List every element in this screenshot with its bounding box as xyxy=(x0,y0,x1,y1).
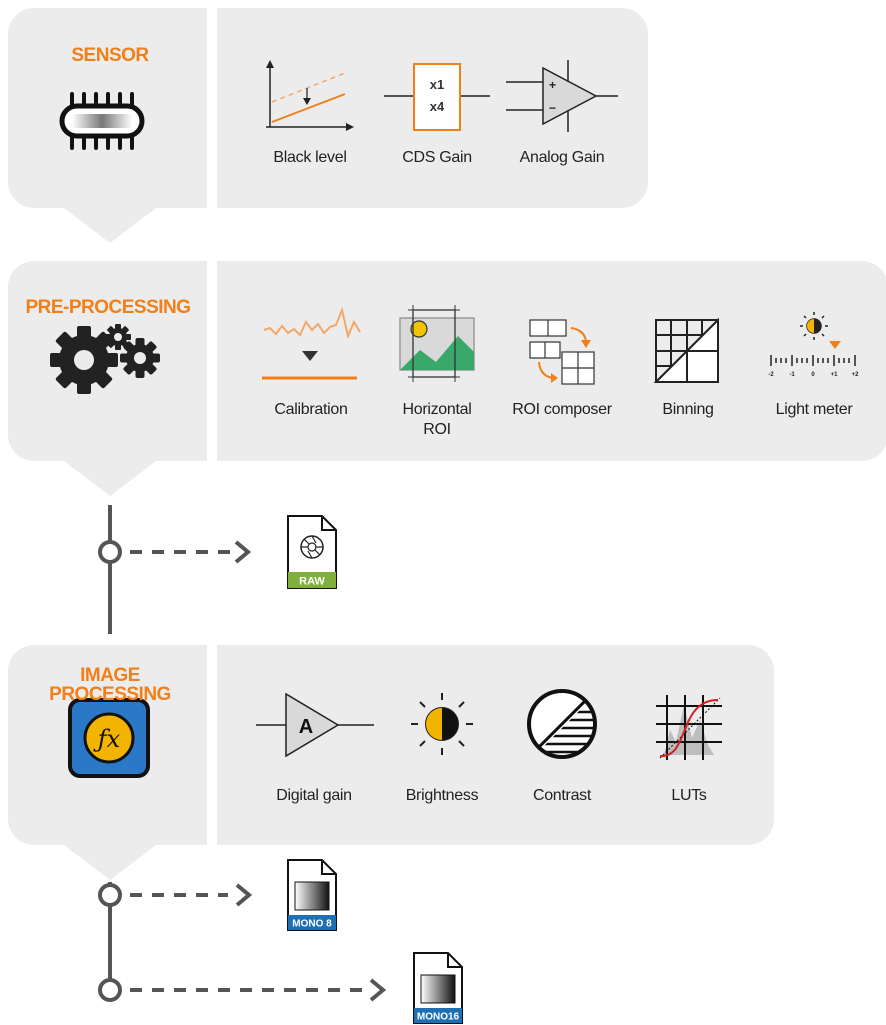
light-meter-label: Light meter xyxy=(775,401,853,418)
luts-label: LUTs xyxy=(671,787,707,804)
binning-label: Binning xyxy=(662,401,714,418)
image-processing-title-line2: PROCESSING xyxy=(49,684,171,705)
light-meter-tick-p1: +1 xyxy=(831,372,839,378)
digital-gain-label: Digital gain xyxy=(276,787,352,804)
svg-text:ƒx: ƒx xyxy=(93,725,121,753)
digital-gain-icon: A xyxy=(256,692,374,758)
light-meter-tick-p2: +2 xyxy=(852,372,860,378)
sensor-chip-icon xyxy=(59,92,145,150)
cds-gain-x1: x1 xyxy=(430,77,444,92)
contrast-icon xyxy=(527,689,597,759)
mono16-tag-bg xyxy=(414,1008,462,1023)
light-meter-tick-m1: -1 xyxy=(789,372,795,378)
raw-connector xyxy=(98,505,252,634)
luts-icon xyxy=(656,695,722,760)
analog-plus: + xyxy=(549,78,556,92)
black-level-label: Black level xyxy=(273,149,347,166)
gears-icon xyxy=(50,324,160,394)
sensor-title: SENSOR xyxy=(71,45,149,66)
cds-gain-icon: x1 x4 xyxy=(384,63,490,131)
raw-file-icon: RAW xyxy=(287,515,337,589)
light-meter-icon: -2 -1 0 +1 +2 xyxy=(768,312,859,378)
horizontal-roi-label: Horizontal ROI xyxy=(402,401,472,438)
horizontal-roi-icon xyxy=(399,305,475,382)
analog-minus: − xyxy=(549,101,556,115)
cds-gain-label: CDS Gain xyxy=(402,149,472,166)
black-level-icon xyxy=(266,60,354,131)
calibration-icon xyxy=(262,306,361,380)
mono-connectors xyxy=(98,882,387,1002)
image-processing-panel xyxy=(8,645,774,880)
mono8-tag: MONO 8 xyxy=(292,919,332,930)
pre-processing-title: PRE-PROCESSING xyxy=(25,297,191,318)
contrast-label: Contrast xyxy=(532,787,592,804)
raw-tag-bg xyxy=(288,572,336,588)
image-processing-title-line1: IMAGE xyxy=(80,665,140,686)
binning-icon xyxy=(653,317,719,383)
light-meter-tick-m2: -2 xyxy=(768,372,774,378)
sensor-panel xyxy=(8,8,648,243)
calibration-label: Calibration xyxy=(274,401,348,418)
analog-gain-label: Analog Gain xyxy=(519,149,605,166)
cds-gain-x4: x4 xyxy=(430,99,445,114)
digital-gain-letter: A xyxy=(299,716,313,738)
brightness-label: Brightness xyxy=(405,787,479,804)
roi-composer-label: ROI composer xyxy=(512,401,612,418)
mono8-tag-bg xyxy=(288,915,336,930)
fx-function-icon: ƒx xyxy=(68,698,150,778)
light-meter-tick-0: 0 xyxy=(811,372,815,378)
roi-composer-icon xyxy=(529,319,595,385)
raw-tag: RAW xyxy=(299,576,325,588)
mono8-file-icon: MONO 8 xyxy=(287,859,337,931)
mono16-file-icon: MONO16 xyxy=(413,952,463,1024)
brightness-icon xyxy=(411,693,473,755)
mono16-tag: MONO16 xyxy=(417,1012,460,1023)
analog-gain-icon: + − xyxy=(506,60,618,132)
